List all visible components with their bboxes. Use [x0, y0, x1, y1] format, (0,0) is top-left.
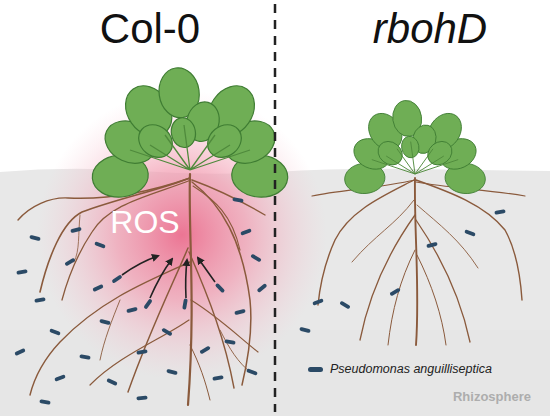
- legend-text: Pseudomonas anguilliseptica: [330, 362, 492, 376]
- panel-title: Col-0: [100, 6, 200, 52]
- legend-entry: Pseudomonas anguilliseptica: [308, 362, 492, 376]
- region-label: Rhizosphere: [453, 390, 531, 404]
- bacterium-swatch: [308, 367, 323, 372]
- panel-title: rbohD: [373, 6, 487, 52]
- ros-label: ROS: [110, 205, 179, 240]
